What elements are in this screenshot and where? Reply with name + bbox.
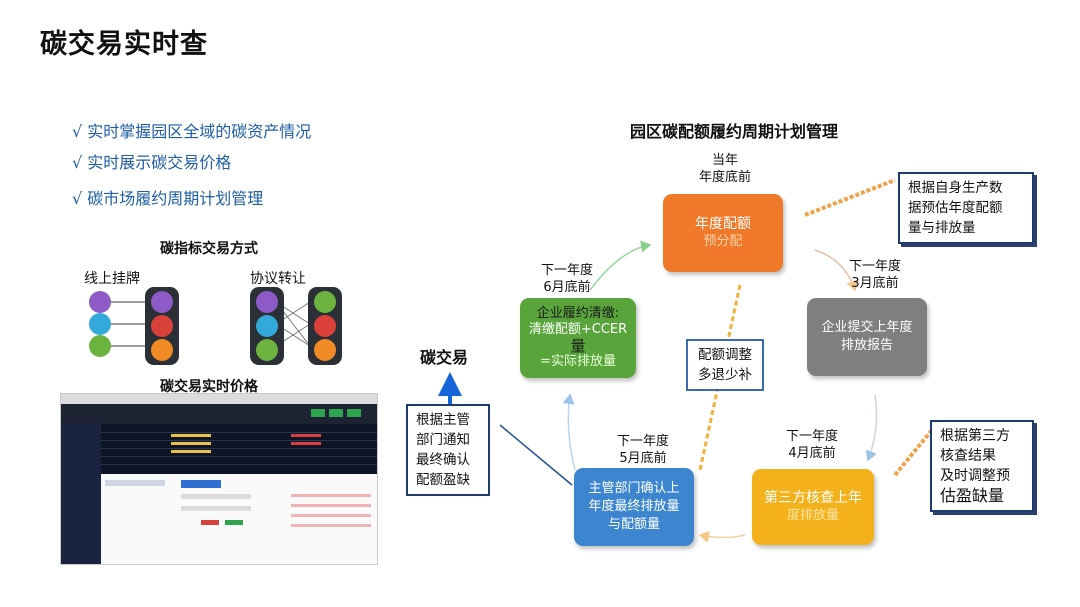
note-confirm: 根据主管 部门通知 最终确认 配额盈缺 <box>406 404 490 496</box>
red-node-icon <box>151 315 173 337</box>
screenshot-titlebar <box>61 394 377 404</box>
confirm-when: 下一年度 5月底前 <box>608 433 678 467</box>
realtime-price-heading: 碳交易实时价格 <box>160 379 258 395</box>
note-adjust-line2: 核查结果 <box>940 448 996 464</box>
note-estimate-line1: 根据自身生产数 <box>908 180 1003 196</box>
screenshot-order-panel <box>101 474 377 564</box>
note-confirm-line4: 配额盈缺 <box>416 472 470 488</box>
orange-node-icon <box>314 339 336 361</box>
diagram-title: 园区碳配额履约周期计划管理 <box>630 122 839 141</box>
buyer-column-icon <box>308 287 342 365</box>
screenshot-sidebar <box>61 424 101 564</box>
clear-line2: 清缴配额+CCER <box>528 322 628 337</box>
annual-line2: 预分配 <box>703 234 743 249</box>
listing-diagram <box>85 287 185 367</box>
clear-when-line2: 6月底前 <box>543 280 591 295</box>
third-party-verify-node: 第三方核查上年 度排放量 <box>752 469 874 545</box>
annual-when-line1: 当年 <box>711 153 738 168</box>
quota-adjust-box: 配额调整 多退少补 <box>686 339 764 391</box>
verify-when-line1: 下一年度 <box>785 429 838 444</box>
clear-line4: =实际排放量 <box>540 354 616 369</box>
bullet-cycle: √ 碳市场履约周期计划管理 <box>72 189 264 208</box>
note-estimate-line2: 据预估年度配额 <box>908 200 1003 216</box>
listing-label: 线上挂牌 <box>84 271 140 287</box>
report-line1: 企业提交上年度 <box>821 320 913 335</box>
bullet-price: √ 实时展示碳交易价格 <box>72 153 232 172</box>
trade-methods-heading: 碳指标交易方式 <box>160 241 258 257</box>
trading-screenshot <box>60 393 378 565</box>
compliance-clear-node: 企业履约清缴: 清缴配额+CCER 量 =实际排放量 <box>520 298 636 378</box>
note-confirm-line1: 根据主管 <box>416 412 470 428</box>
annual-line1: 年度配额 <box>695 216 751 232</box>
screenshot-quote-table <box>101 424 377 474</box>
orange-node-icon <box>151 339 173 361</box>
note-confirm-line2: 部门通知 <box>416 432 470 448</box>
annual-report-node: 企业提交上年度 排放报告 <box>807 298 927 376</box>
green-dot-icon <box>89 335 111 357</box>
confirm-when-line1: 下一年度 <box>616 434 669 449</box>
agreement-label: 协议转让 <box>250 271 306 287</box>
screenshot-toolbar <box>61 404 377 424</box>
green-node-icon <box>256 339 278 361</box>
note-estimate: 根据自身生产数 据预估年度配额 量与排放量 <box>898 172 1034 244</box>
report-when: 下一年度 3月底前 <box>840 258 910 292</box>
purple-node-icon <box>151 291 173 313</box>
clear-line3: 量 <box>570 337 586 355</box>
clear-when: 下一年度 6月底前 <box>532 262 602 296</box>
adjust-line1: 配额调整 <box>698 347 752 363</box>
agreement-diagram <box>250 287 350 367</box>
verify-when: 下一年度 4月底前 <box>777 428 847 462</box>
note-estimate-line3: 量与排放量 <box>908 220 976 236</box>
note-confirm-line3: 最终确认 <box>416 452 470 468</box>
authority-confirm-node: 主管部门确认上 年度最终排放量 与配额量 <box>574 468 694 546</box>
confirm-line3: 与配额量 <box>607 517 660 532</box>
confirm-when-line2: 5月底前 <box>619 451 667 466</box>
cycle-arrows <box>438 178 934 543</box>
note-adjust-line1: 根据第三方 <box>940 428 1010 444</box>
annual-quota-node: 年度配额 预分配 <box>663 194 783 272</box>
clear-line1: 企业履约清缴: <box>536 306 620 321</box>
purple-dot-icon <box>89 291 111 313</box>
note-adjust-line4: 估盈缺量 <box>940 486 1005 505</box>
verify-when-line2: 4月底前 <box>788 446 836 461</box>
annual-when: 当年 年度底前 <box>690 152 760 186</box>
confirm-line2: 年度最终排放量 <box>588 499 680 514</box>
bullet-asset: √ 实时掌握园区全域的碳资产情况 <box>72 122 312 141</box>
report-when-line2: 3月底前 <box>851 276 899 291</box>
blue-node-icon <box>256 315 278 337</box>
exchange-column-icon <box>145 287 179 365</box>
report-line2: 排放报告 <box>840 338 893 353</box>
verify-line2: 度排放量 <box>786 508 839 523</box>
confirm-line1: 主管部门确认上 <box>588 481 680 496</box>
verify-line1: 第三方核查上年 <box>764 490 862 506</box>
note-adjust-line3: 及时调整预 <box>940 468 1010 484</box>
red-node-icon <box>314 315 336 337</box>
adjust-line2: 多退少补 <box>698 367 752 383</box>
report-when-line1: 下一年度 <box>848 259 901 274</box>
green-node-icon <box>314 291 336 313</box>
seller-column-icon <box>250 287 284 365</box>
note-adjust: 根据第三方 核查结果 及时调整预 估盈缺量 <box>930 420 1034 512</box>
carbon-trade-label: 碳交易 <box>420 348 469 367</box>
purple-node-icon <box>256 291 278 313</box>
listing-arrows <box>111 301 147 347</box>
page-title: 碳交易实时查 <box>40 29 208 60</box>
clear-when-line1: 下一年度 <box>540 263 593 278</box>
annual-when-line2: 年度底前 <box>698 170 751 185</box>
blue-dot-icon <box>89 313 111 335</box>
